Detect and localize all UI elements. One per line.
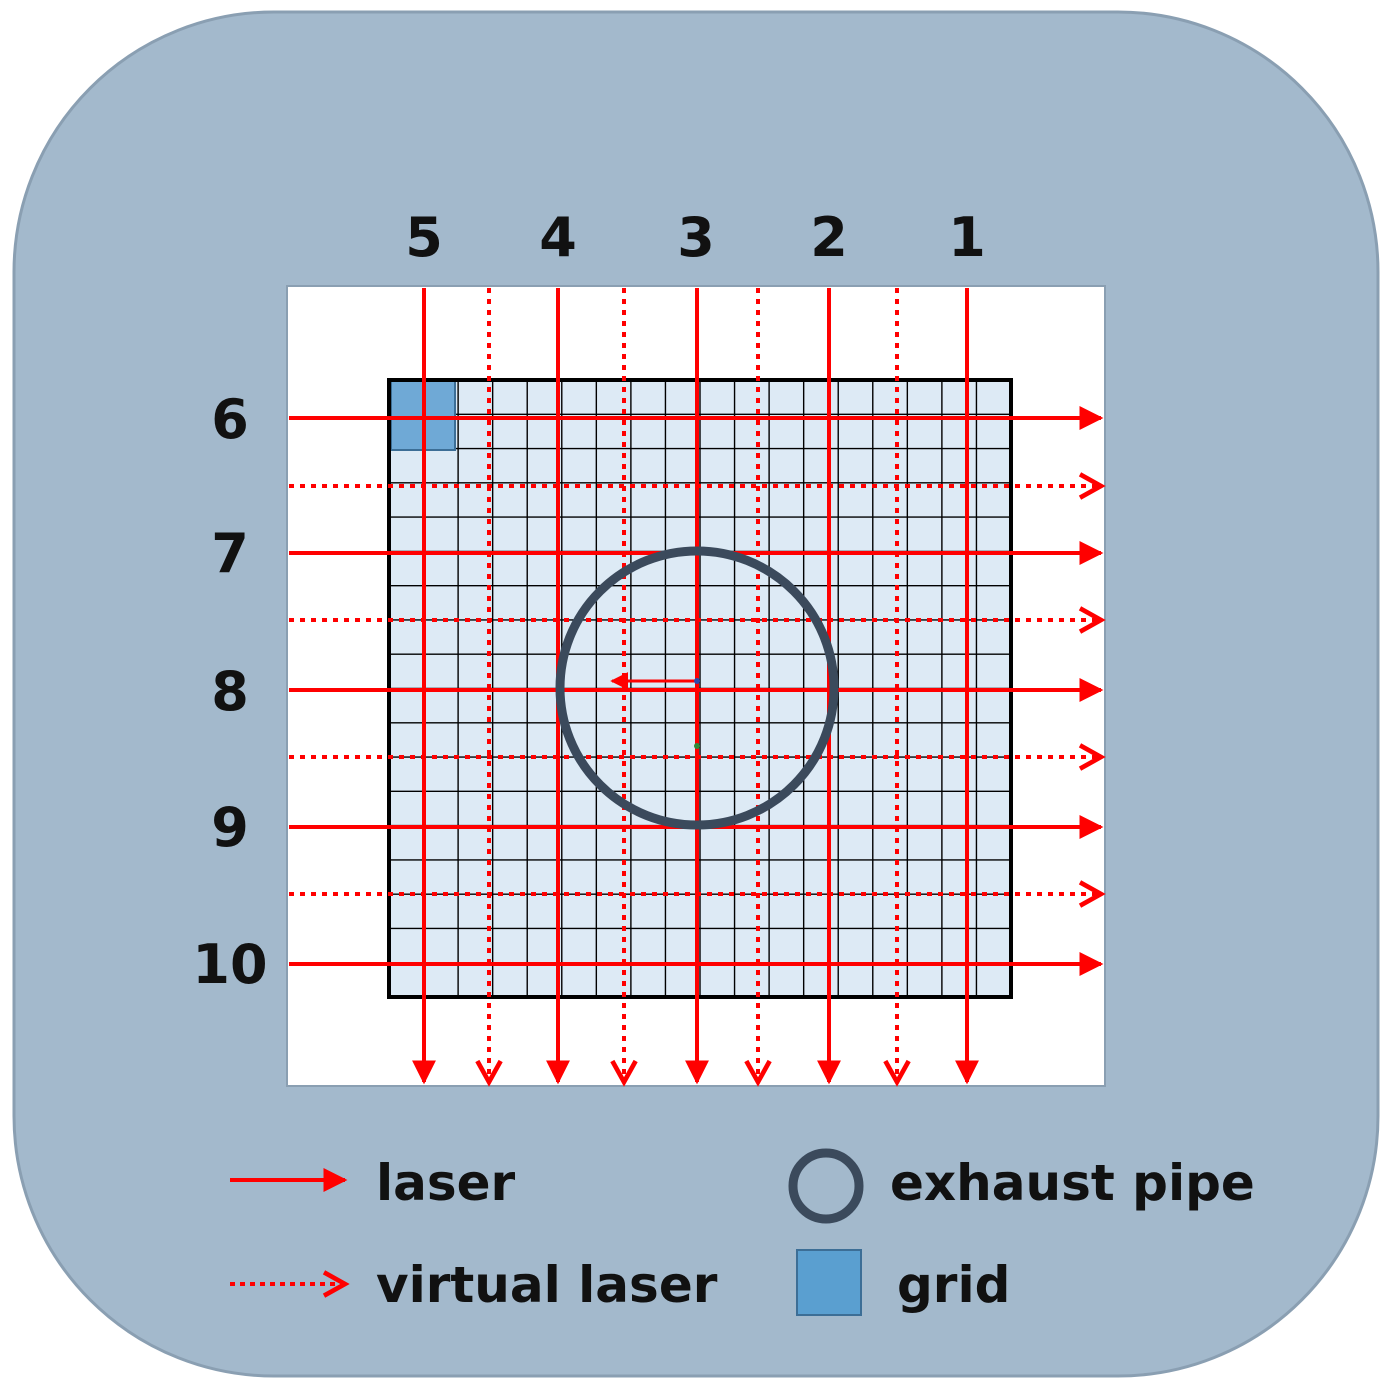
legend-label-virtual-laser: virtual laser — [376, 1256, 718, 1314]
legend-label-grid: grid — [897, 1256, 1010, 1314]
row-laser-label: 8 — [211, 660, 249, 723]
row-laser-label: 7 — [211, 522, 249, 585]
legend-label-laser: laser — [376, 1154, 516, 1212]
row-laser-label: 9 — [211, 796, 249, 859]
row-laser-label: 6 — [211, 388, 249, 451]
square-icon — [796, 1249, 862, 1316]
row-laser-labels: 6 7 8 9 10 — [192, 388, 267, 996]
circle-icon — [788, 1148, 864, 1224]
column-laser-label: 5 — [405, 206, 443, 269]
column-laser-label: 3 — [677, 206, 715, 269]
legend-item-laser: laser — [230, 1154, 516, 1212]
legend-item-exhaust-pipe: exhaust pipe — [788, 1148, 1255, 1224]
legend-label-exhaust-pipe: exhaust pipe — [890, 1154, 1255, 1212]
center-axes-marker — [610, 672, 700, 749]
legend-item-virtual-laser: virtual laser — [230, 1256, 718, 1314]
column-laser-label: 2 — [810, 206, 848, 269]
column-laser-label: 4 — [539, 206, 577, 269]
row-laser-label: 10 — [192, 933, 267, 996]
legend-item-grid: grid — [796, 1249, 1010, 1316]
exhaust-pipe — [555, 546, 839, 830]
legend: laser virtual laser exhaust pipe grid — [230, 1148, 1255, 1316]
column-laser-labels: 5 4 3 2 1 — [405, 206, 986, 269]
column-laser-label: 1 — [948, 206, 986, 269]
